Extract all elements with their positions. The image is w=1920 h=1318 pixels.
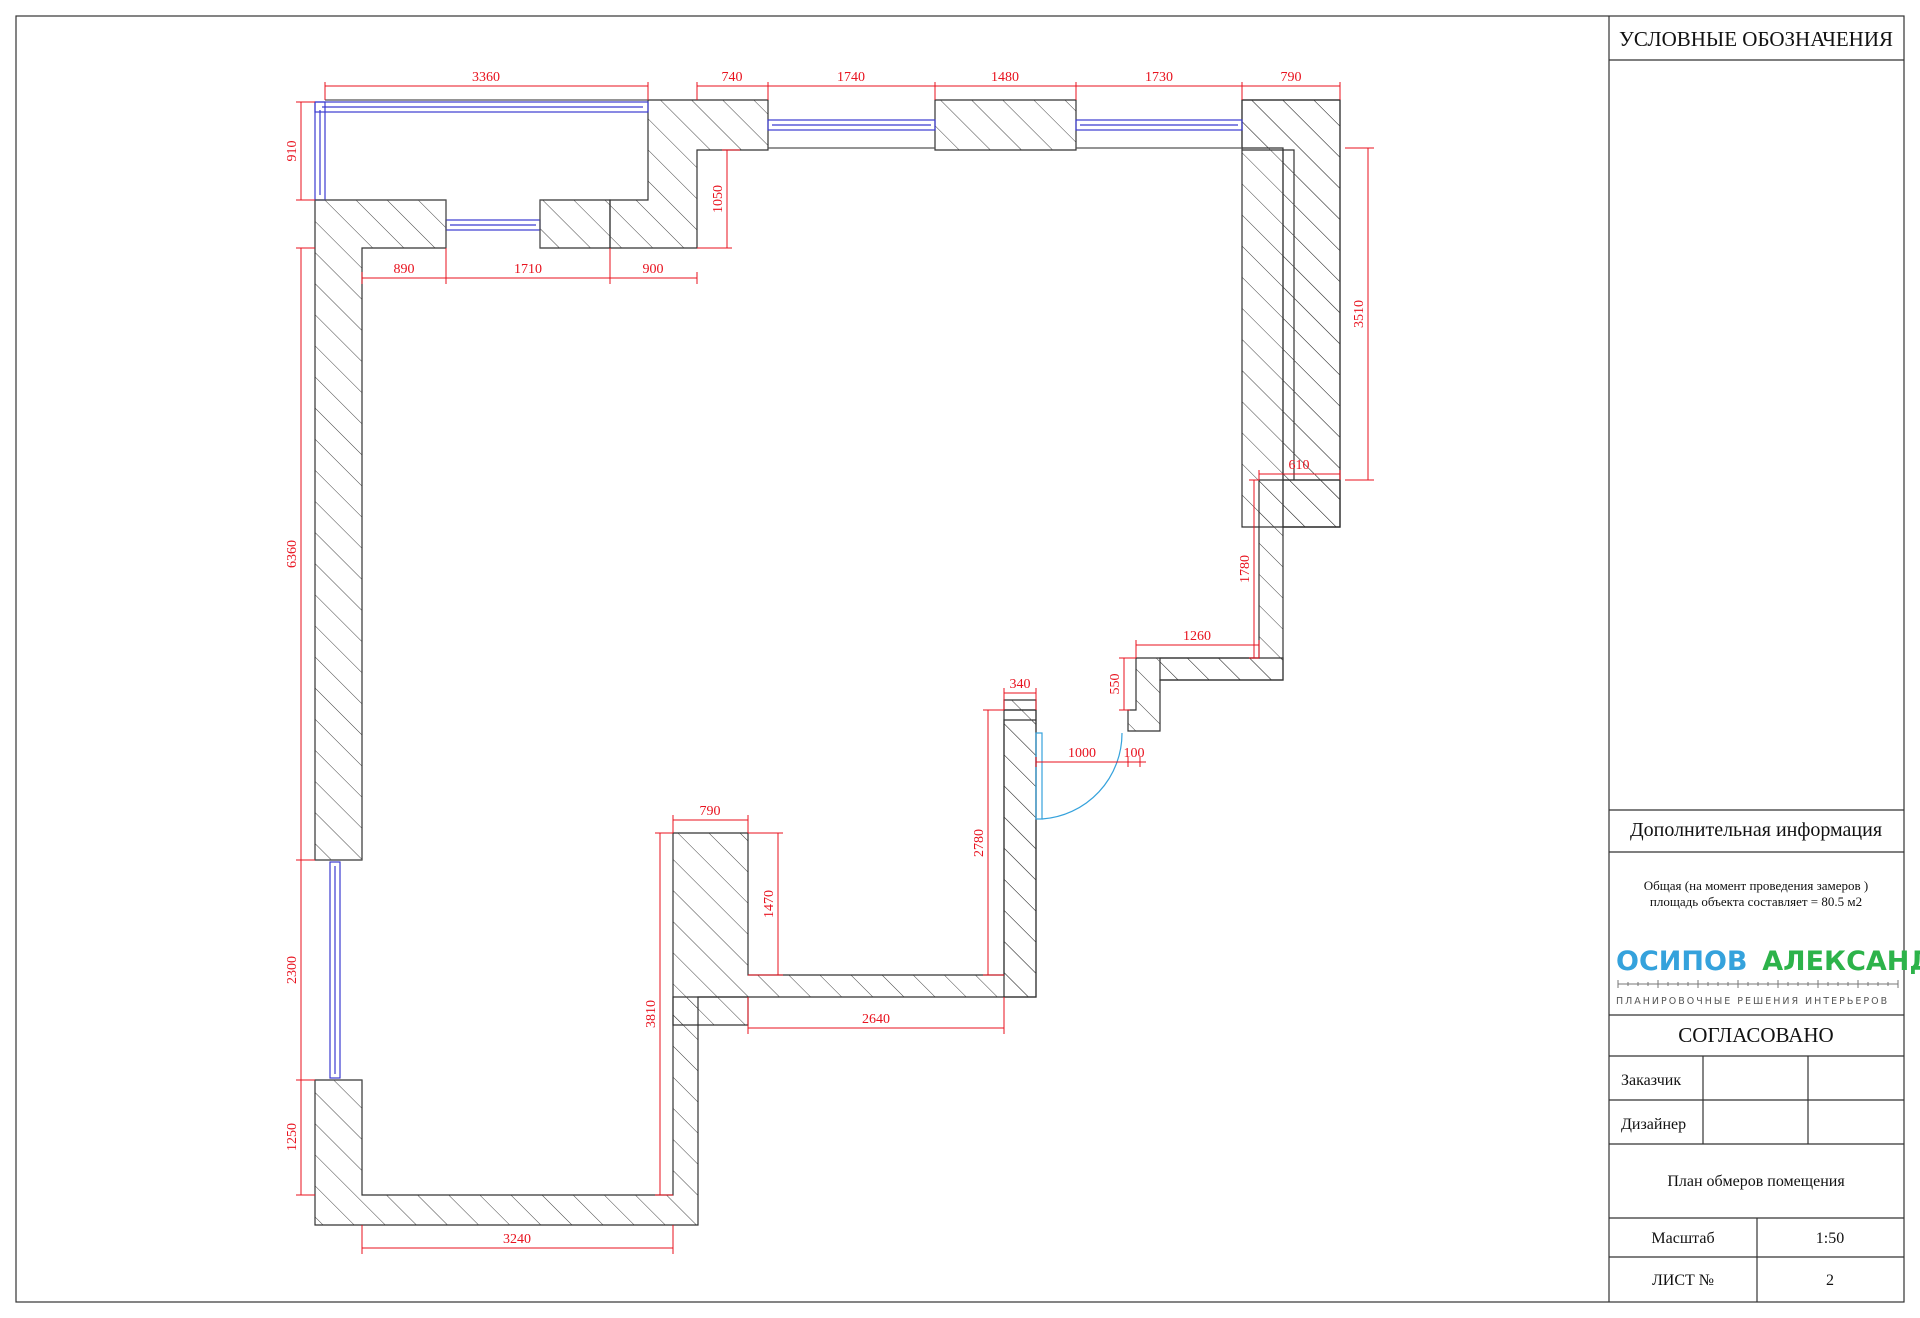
windows: [314, 99, 1243, 1081]
title-block: [1608, 16, 1904, 1302]
dim-door-1000: 1000: [1068, 746, 1096, 761]
dim-step-550: 550: [1108, 674, 1123, 695]
scale-value: 1:50: [1816, 1230, 1844, 1247]
dim-bottom-2640: 2640: [862, 1012, 890, 1027]
sheet-border: [15, 15, 1905, 1303]
extra-info-title: Дополнительная информация: [1630, 819, 1882, 841]
area-line-2: площадь объекта составляет = 80.5 м2: [1650, 894, 1862, 909]
wall-step-2: [1127, 657, 1284, 732]
dim-step-1260: 1260: [1183, 629, 1211, 644]
wall-top-pier-2: [934, 99, 1077, 151]
legend-title: УСЛОВНЫЕ ОБОЗНАЧЕНИЯ: [1619, 27, 1893, 51]
dim-right-3510: 3510: [1352, 300, 1367, 328]
dim-inner-900: 900: [643, 262, 664, 277]
wall-door-jamb: [1003, 709, 1037, 998]
approved-label: СОГЛАСОВАНО: [1678, 1023, 1833, 1047]
sheet-title: План обмеров помещения: [1667, 1173, 1845, 1190]
customer-label: Заказчик: [1621, 1072, 1681, 1089]
logo-part-1: ОСИПОВ: [1616, 946, 1748, 977]
dim-step-1780: 1780: [1238, 555, 1253, 583]
wall-left-upper: [314, 199, 447, 861]
area-line-1: Общая (на момент проведения замеров ): [1644, 878, 1868, 893]
wall-top-left: [609, 99, 769, 249]
dim-top-1730: 1730: [1145, 70, 1173, 85]
dim-top-790: 790: [1281, 70, 1302, 85]
dim-top-3360: 3360: [472, 70, 500, 85]
dim-top-1480: 1480: [991, 70, 1019, 85]
dim-niche-1470: 1470: [762, 890, 777, 918]
dim-inner-3810: 3810: [644, 1000, 659, 1028]
scale-label: Масштаб: [1651, 1230, 1714, 1247]
window-top-2: [767, 119, 936, 131]
wall-niche: [672, 699, 1037, 1026]
door-leaf: [1035, 732, 1043, 820]
window-top-3: [1075, 119, 1243, 131]
dim-door-340: 340: [1010, 677, 1031, 692]
dim-inner-890: 890: [394, 262, 415, 277]
dim-niche-790: 790: [700, 804, 721, 819]
dim-inner-1050: 1050: [711, 185, 726, 213]
wall-top-notch: [539, 199, 611, 249]
dim-top-740: 740: [722, 70, 743, 85]
dimensions: 3360 740 1740 1480 1730 790 910 1050 890…: [285, 70, 1374, 1254]
dim-left-6360: 6360: [285, 540, 300, 568]
dim-top-1740: 1740: [837, 70, 865, 85]
logo-ruler: [1617, 980, 1899, 988]
logo-text: ОСИПОВ АЛЕКСАНДР: [1616, 946, 1920, 977]
dim-left-2300: 2300: [285, 956, 300, 984]
dim-inner-1710: 1710: [514, 262, 542, 277]
logo: ОСИПОВ АЛЕКСАНДР ПЛАНИРОВОЧНЫЕ РЕШЕНИЯ И…: [1616, 946, 1920, 1007]
logo-part-2: АЛЕКСАНДР: [1762, 946, 1920, 977]
designer-label: Дизайнер: [1621, 1116, 1686, 1133]
sheet-number-value: 2: [1826, 1272, 1834, 1289]
dim-door-100: 100: [1124, 746, 1145, 761]
door-swing-arc: [1041, 732, 1123, 820]
wall-left-lower: [314, 996, 749, 1226]
sheet-number-label: ЛИСТ №: [1652, 1272, 1714, 1289]
dim-bottom-3240: 3240: [503, 1232, 531, 1247]
door: [1035, 732, 1123, 820]
logo-tagline: ПЛАНИРОВОЧНЫЕ РЕШЕНИЯ ИНТЕРЬЕРОВ: [1616, 996, 1889, 1007]
dim-left-1250: 1250: [285, 1123, 300, 1151]
dim-step-610: 610: [1289, 458, 1310, 473]
dim-left-910: 910: [285, 141, 300, 162]
dim-wall-2780: 2780: [972, 829, 987, 857]
window-left-lower: [329, 861, 341, 1079]
walls: [314, 99, 1341, 1226]
